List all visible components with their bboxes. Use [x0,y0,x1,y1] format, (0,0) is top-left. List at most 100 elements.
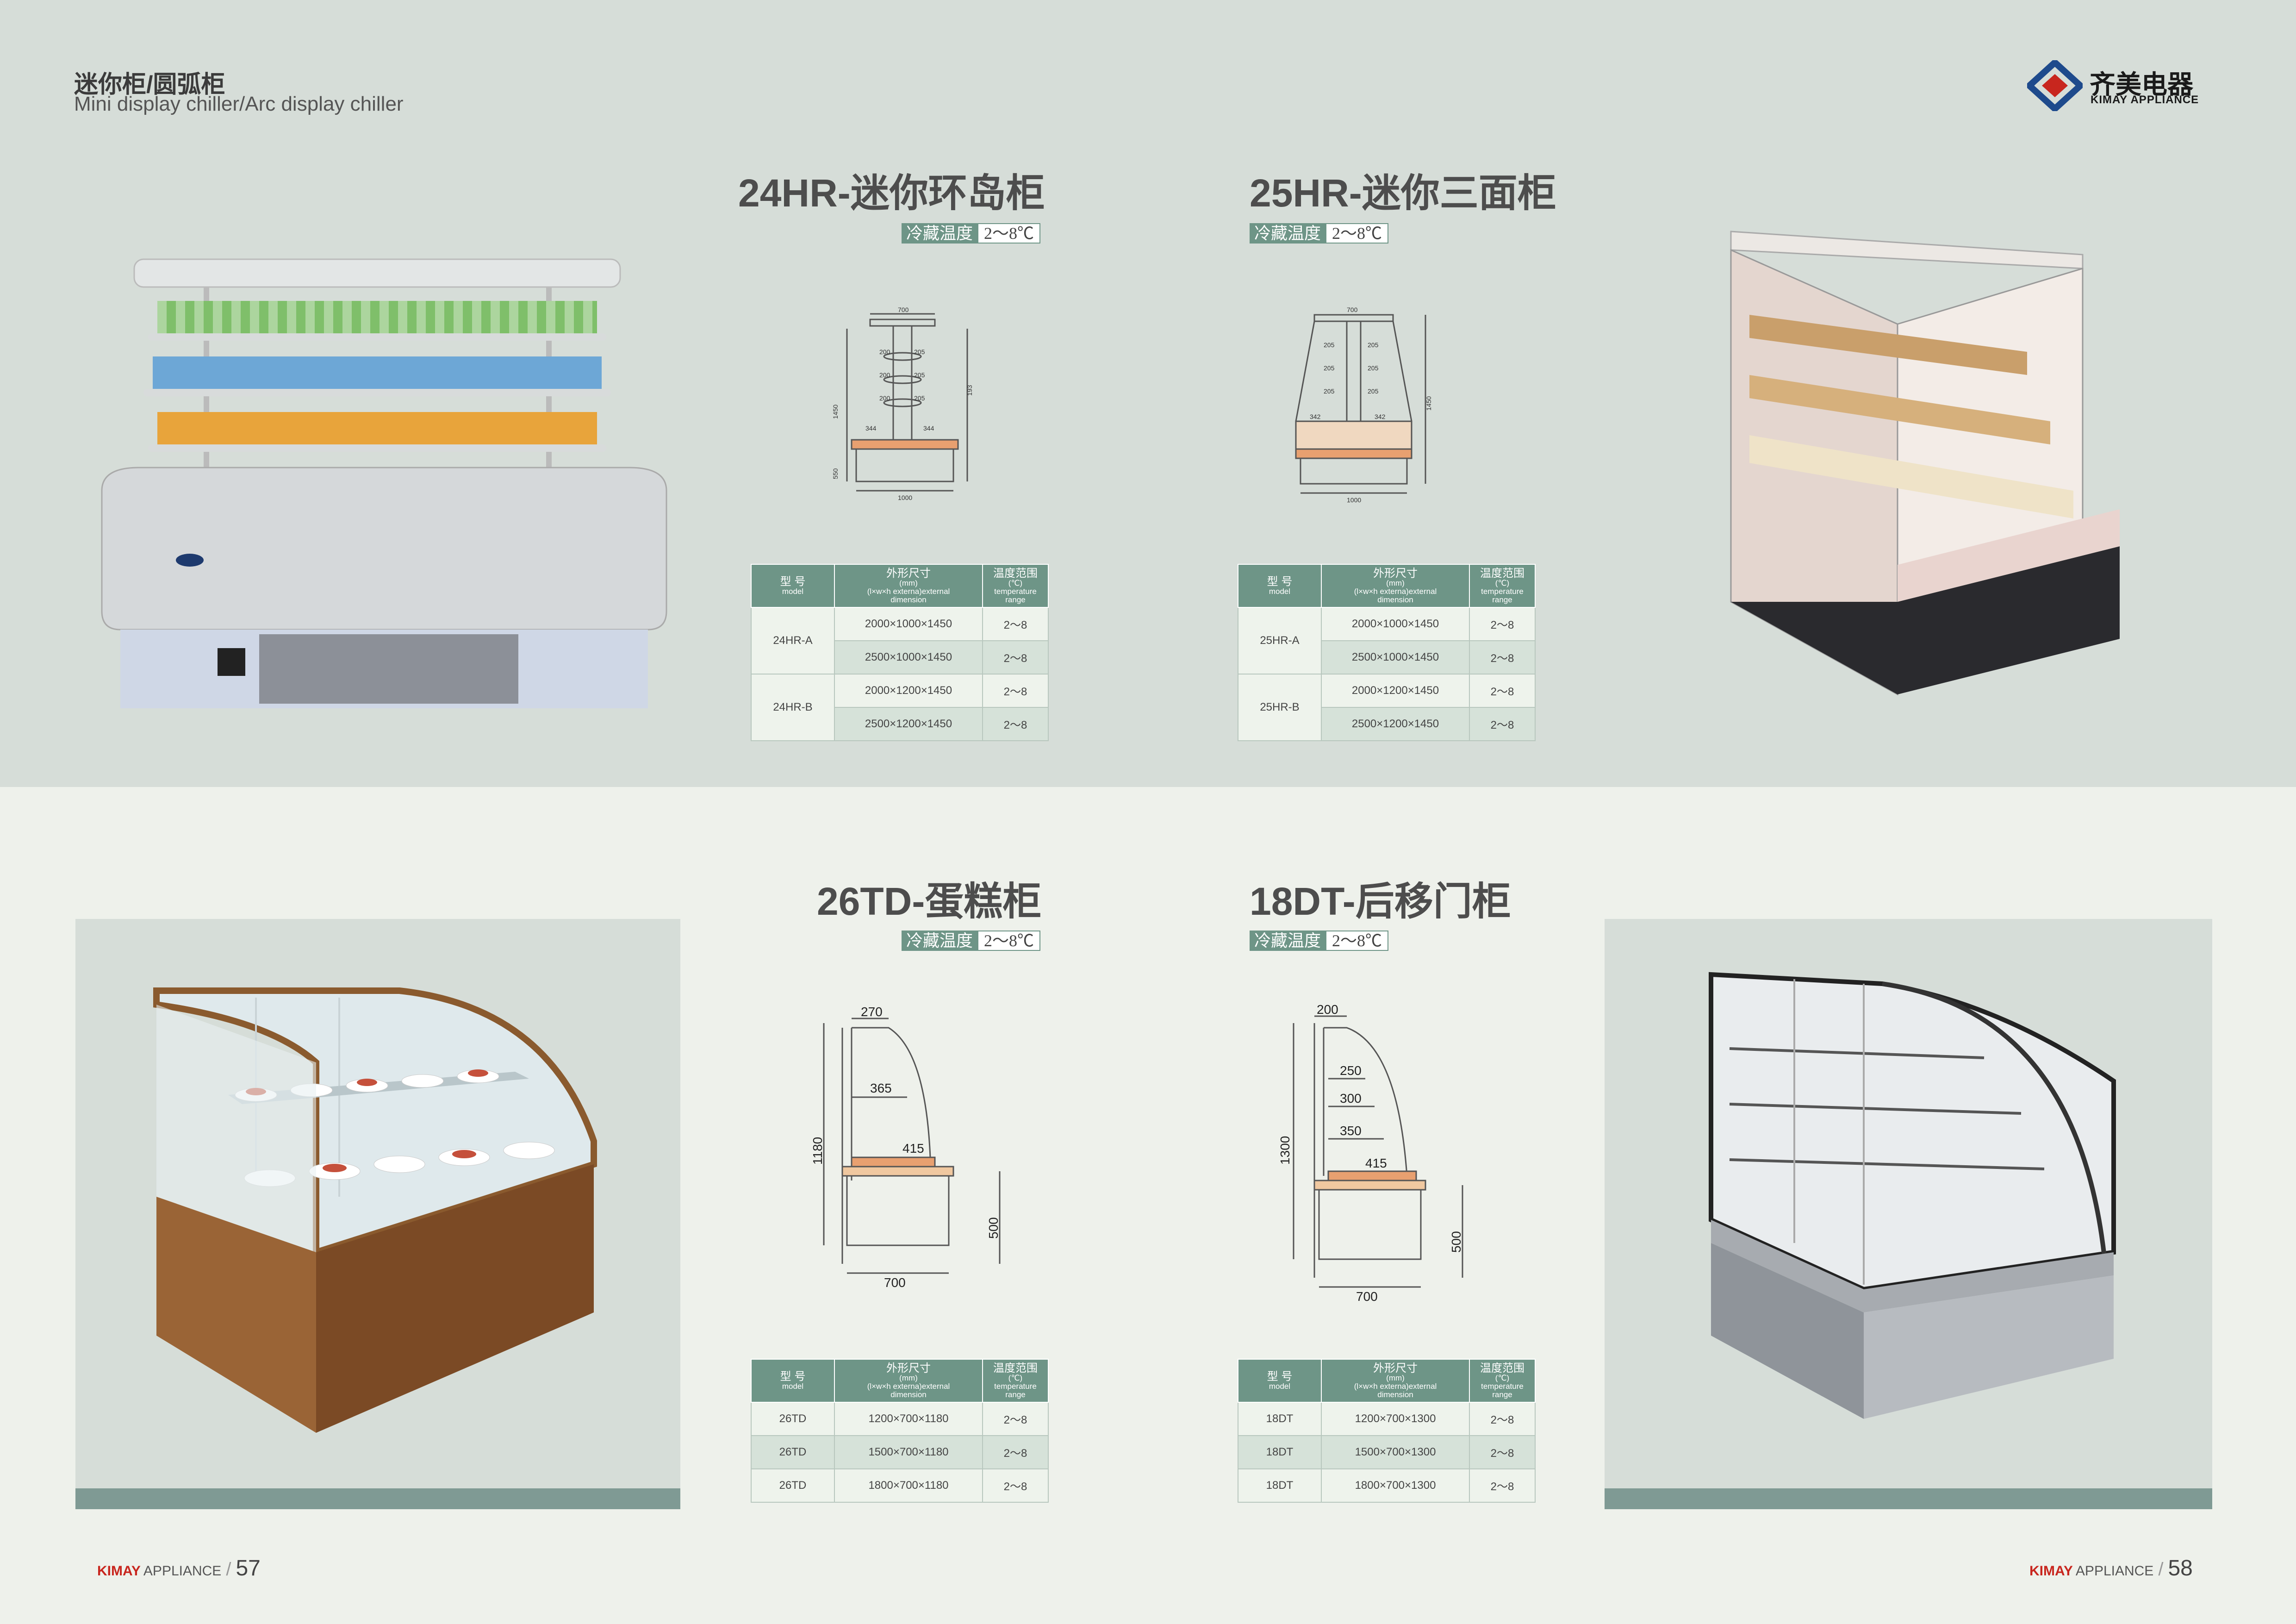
dim-width: 700 [1356,1289,1378,1304]
temp-badge-25hr: 冷藏温度 2～8℃ [1250,223,1389,244]
th-size-en1: (l×w×h externa)external [1354,587,1437,596]
photo-25hr-three-side-cabinet [1730,231,2120,696]
th-model-cn: 型 号 [1267,1370,1293,1383]
table-cell-size: 2000×1200×1450 [1321,673,1470,708]
th-size-en1: (l×w×h externa)external [867,587,950,596]
th-temp-en1: temperature [1481,587,1524,596]
table-cell-size: 2500×1000×1450 [834,640,983,675]
table-cell-temp: 2～8 [1469,1401,1536,1436]
dim-top: 700 [1347,306,1358,313]
dim-base-height: 500 [1449,1231,1463,1253]
dim-base-height: 500 [986,1217,1001,1239]
dim-base-right: 342 [1375,413,1386,420]
footer-slash: / [2158,1559,2164,1580]
th-size-en2: dimension [890,1390,927,1399]
drawing-25hr: 700 1000 205 205 205 205 205 205 342 342… [1295,306,1432,504]
dim-height: 1180 [810,1137,825,1165]
th-temp-cn: 温度范围 [993,1362,1038,1374]
page-number-left: 57 [236,1556,261,1580]
th-temp-unit: (℃) [1008,1374,1023,1383]
th-temp-en1: temperature [994,587,1037,596]
table-cell-size: 1800×700×1180 [834,1468,983,1503]
dim-shelf-b: 205 [914,348,925,356]
th-temp-cn: 温度范围 [1480,1362,1524,1374]
table-cell-temp: 2～8 [1469,1435,1536,1469]
dim-shelf-d: 205 [1368,364,1379,372]
footer-brand: KIMAY [2029,1563,2073,1579]
th-temp-en2: range [1005,595,1026,604]
th-temp-unit: (℃) [1008,579,1023,588]
table-cell-model: 18DT [1238,1401,1322,1436]
th-size-en1: (l×w×h externa)external [867,1382,950,1391]
footer-appliance: APPLIANCE [2075,1563,2154,1579]
th-size-unit: (mm) [899,579,918,588]
dim-shelf-a: 200 [879,348,890,356]
dim-shelf-d: 205 [914,371,925,379]
table-cell-size: 1500×700×1300 [1321,1435,1470,1469]
dim-right: 193 [966,385,973,396]
table-cell-size: 2000×1000×1450 [1321,606,1470,641]
dim-shelf-e: 205 [1324,387,1335,395]
drawing-26td: 270 365 415 1180 500 700 [810,1005,1001,1290]
th-temp-en2: range [1492,595,1512,604]
dim-shelf-4: 415 [1365,1156,1387,1170]
dim-shelf-1: 365 [870,1081,892,1095]
table-cell-temp: 2～8 [1469,606,1536,641]
th-temp-en1: temperature [994,1382,1037,1391]
th-size-en2: dimension [890,595,927,604]
temp-value: 2～8℃ [1325,931,1389,951]
photo-26td-cake-cabinet [153,987,597,1433]
table-cell-model: 24HR-A [751,606,835,675]
table-cell-model: 25HR-A [1238,606,1322,675]
photo-bottom-bar [75,1488,680,1509]
temp-badge-26td: 冷藏温度 2～8℃ [902,931,1041,951]
table-cell-size: 2500×1200×1450 [834,706,983,741]
photo-18dt-panel [1605,919,2212,1509]
table-cell-temp: 2～8 [982,606,1049,641]
dim-base-left: 344 [865,425,877,432]
dim-height: 1300 [1278,1136,1292,1165]
dim-shelf-3: 350 [1340,1124,1362,1138]
table-cell-model: 18DT [1238,1435,1322,1469]
product-title-18dt: 18DT-后移门柜 [1250,880,1511,923]
table-cell-size: 1200×700×1180 [834,1401,983,1436]
th-temp-cn: 温度范围 [993,567,1038,580]
brand-logo: 齐美电器 KIMAY APPLIANCE [2027,56,2221,111]
table-cell-temp: 2～8 [1469,673,1536,708]
dim-top: 700 [898,306,909,313]
brand-name-cn: 齐美电器 [2090,70,2193,99]
temp-value: 2～8℃ [977,223,1041,244]
th-size-unit: (mm) [899,1374,918,1383]
product-title-26td: 26TD-蛋糕柜 [817,880,1042,923]
th-temp-unit: (℃) [1495,579,1510,588]
dim-base-left: 342 [1310,413,1321,420]
photo-bottom-bar [1605,1488,2212,1509]
dim-shelf-1: 250 [1340,1063,1362,1078]
footer-slash: / [226,1559,231,1580]
temp-value: 2～8℃ [1325,223,1389,244]
drawing-24hr: 700 1000 200 205 200 205 200 205 344 344… [833,306,973,501]
th-model-en: model [1269,587,1291,596]
product-title-25hr: 25HR-迷你三面柜 [1250,171,1556,215]
temp-label: 冷藏温度 [1250,223,1326,244]
table-cell-temp: 2～8 [1469,706,1536,741]
th-model-en: model [1269,1382,1291,1391]
drawing-18dt: 200 250 300 350 415 1300 500 700 [1278,1002,1463,1304]
temp-label: 冷藏温度 [1250,931,1326,951]
dim-height: 1450 [1425,396,1432,411]
th-size-unit: (mm) [1386,1374,1405,1383]
th-model-en: model [782,587,804,596]
temp-value: 2～8℃ [977,931,1041,951]
footer-right: KIMAY APPLIANCE / 58 [2029,1555,2193,1581]
table-cell-size: 2500×1000×1450 [1321,640,1470,675]
table-cell-model: 26TD [751,1435,835,1469]
dim-top: 200 [1317,1002,1338,1017]
brand-name-en: KIMAY APPLIANCE [2091,94,2199,106]
table-cell-model: 24HR-B [751,673,835,741]
table-cell-size: 2500×1200×1450 [1321,706,1470,741]
temp-label: 冷藏温度 [902,223,978,244]
table-cell-model: 26TD [751,1468,835,1503]
